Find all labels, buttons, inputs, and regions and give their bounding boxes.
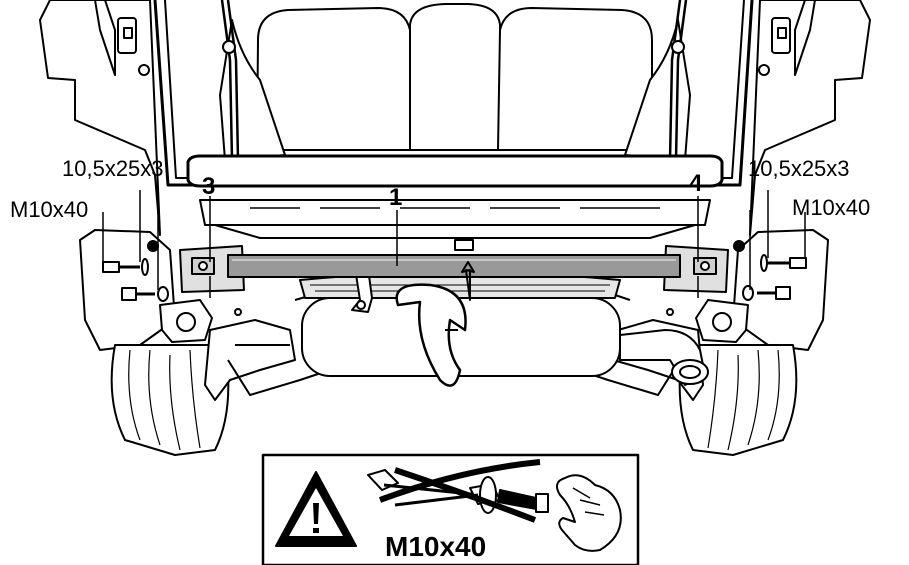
- hand-icon: [555, 474, 622, 552]
- part-number-3: 3: [202, 173, 216, 200]
- crossbeam: [227, 254, 681, 278]
- warning-bolt-spec: M10x40: [385, 531, 487, 562]
- bolt-label-left: M10x40: [10, 197, 89, 222]
- warning-triangle-icon: [275, 471, 357, 547]
- rear-seat-right: [497, 7, 653, 151]
- cross-out-mark: [378, 459, 541, 523]
- bolt-left-upper: [102, 258, 149, 276]
- rotate-arrow-icon: [461, 261, 475, 301]
- bolt-label-right: M10x40: [792, 195, 871, 220]
- part-number-1: 1: [389, 184, 403, 211]
- washer-label-left: 10,5x25x3: [62, 156, 164, 181]
- body-corner-right: [749, 0, 871, 236]
- rear-seat-left: [256, 7, 413, 151]
- washer-label-right: 10,5x25x3: [748, 156, 850, 181]
- bolt-right-upper: [760, 254, 807, 272]
- part-number-4: 4: [689, 170, 703, 197]
- rear-crossmember: [199, 199, 711, 226]
- bolt-left-lower: [121, 286, 169, 302]
- suspension-left: [204, 319, 296, 401]
- rear-seat-center: [409, 3, 501, 151]
- load-floor: [186, 154, 724, 188]
- bolt-right-lower: [742, 285, 791, 301]
- body-corner-left: [39, 0, 161, 236]
